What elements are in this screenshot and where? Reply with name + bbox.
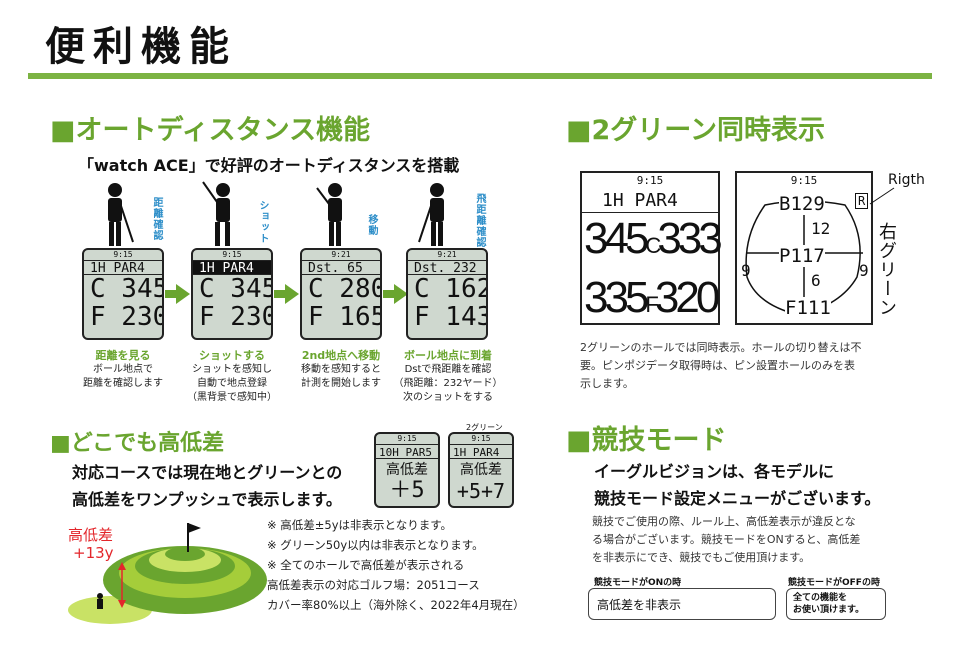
rigth-label: Rigth bbox=[888, 172, 925, 188]
status-bar: 9:21 bbox=[331, 250, 351, 259]
screen-header: Dst. 232 bbox=[408, 260, 486, 276]
two-green-screen-left: 9:15 1H PAR4 345C333 335F320 bbox=[580, 171, 723, 325]
elevation-screen-1: 9:15 10H PAR5 高低差 ＋5 bbox=[374, 432, 440, 508]
front-distance: F 143 bbox=[414, 302, 488, 332]
auto-distance-title: ■オートディスタンス機能 bbox=[50, 115, 371, 146]
diagram-elevation-value: +13y bbox=[73, 544, 114, 562]
right-green-label: 右グリーン bbox=[876, 222, 897, 317]
step2-vertical-label: ショット bbox=[257, 200, 268, 244]
page-title: 便利機能 bbox=[45, 24, 237, 70]
diagram-elevation-label: 高低差 bbox=[68, 526, 114, 544]
status-bar: 9:21 bbox=[437, 250, 457, 259]
step2-desc: ショットを感知し自動で地点登録（黒背景で感知中） bbox=[187, 364, 277, 403]
step1-screen: 9:15 1H PAR4 C 345 F 230 bbox=[82, 248, 164, 340]
competition-text: イーグルビジョンは、各モデルに競技モード設定メニューがございます。 bbox=[594, 462, 881, 508]
golfer-icon-2 bbox=[202, 181, 230, 246]
center-distance: C 345 bbox=[90, 274, 164, 304]
step4-desc: Dstで飛距離を確認（飛距離：232ヤード）次のショットをする bbox=[393, 364, 503, 403]
auto-distance-subtitle: 「watch ACE」で好評のオートディスタンスを搭載 bbox=[78, 156, 460, 175]
right-green-badge: R bbox=[855, 193, 869, 209]
title-underline bbox=[28, 73, 932, 79]
arrow-right-icon bbox=[285, 284, 299, 304]
arrow-shaft bbox=[274, 290, 286, 298]
screen-header: Dst. 65 bbox=[302, 260, 380, 276]
pointer-line bbox=[869, 187, 895, 205]
competition-description: 競技でご使用の際、ルール上、高低差表示が違反とな る場合がございます。競技モード… bbox=[592, 515, 861, 564]
mode-on-label: 競技モードがONの時 bbox=[594, 578, 682, 588]
step3-caption: 2nd地点へ移動 bbox=[301, 349, 381, 362]
step2-screen: 9:15 1H PAR4 C 345 F 230 bbox=[191, 248, 273, 340]
two-green-mini-label: 2グリーン bbox=[466, 423, 503, 432]
step2-caption: ショットする bbox=[199, 349, 265, 362]
step4-vertical-label: 飛距離確認 bbox=[474, 193, 485, 248]
step4-caption: ボール地点に到着 bbox=[404, 349, 492, 362]
competition-title: ■競技モード bbox=[566, 425, 727, 456]
status-bar: 9:15 bbox=[222, 250, 242, 259]
elevation-notes: ※ 高低差±5yは非表示となります。 ※ グリーン50y以内は非表示となります。… bbox=[267, 518, 525, 612]
step1-desc: ボール地点で距離を確認します bbox=[83, 364, 163, 389]
center-distance: C 345 bbox=[199, 274, 273, 304]
arrow-right-icon bbox=[176, 284, 190, 304]
golfer-figures bbox=[108, 181, 444, 246]
elevation-title: ■どこでも高低差 bbox=[50, 431, 225, 456]
step3-desc: 移動を感知すると計測を開始します bbox=[301, 364, 381, 389]
two-green-description: 2グリーンのホールでは同時表示。ホールの切り替えは不 要。ピンポジデータ取得時は… bbox=[580, 341, 862, 390]
status-bar: 9:15 bbox=[113, 250, 133, 259]
front-distance: F 230 bbox=[90, 302, 164, 332]
mode-off-box: 全ての機能をお使い頂けます。 bbox=[786, 588, 886, 620]
player-icon bbox=[97, 593, 103, 599]
arrow-shaft bbox=[383, 290, 395, 298]
arrow-right-icon bbox=[394, 284, 408, 304]
mode-off-label: 競技モードがOFFの時 bbox=[788, 578, 880, 588]
arrow-shaft bbox=[165, 290, 177, 298]
flag-icon bbox=[188, 523, 201, 533]
step3-vertical-label: 移動 bbox=[366, 214, 377, 236]
two-green-screen-right: 9:15 B129 R 12 P117 6 9 9 F111 bbox=[735, 171, 873, 325]
screen-header: 1H PAR4 bbox=[193, 260, 271, 276]
front-distance: F 230 bbox=[199, 302, 273, 332]
elevation-screen-2: 9:15 1H PAR4 高低差 +5+7 bbox=[448, 432, 514, 508]
golfer-icon-3 bbox=[316, 183, 342, 246]
center-distance: C 162 bbox=[414, 274, 488, 304]
golfer-icon-1 bbox=[108, 183, 134, 246]
step3-screen: 9:21 Dst. 65 C 280 F 165 bbox=[300, 248, 382, 340]
center-distance: C 280 bbox=[308, 274, 382, 304]
step1-caption: 距離を見る bbox=[95, 349, 151, 362]
step1-vertical-label: 距離確認 bbox=[151, 197, 162, 241]
screen-header: 1H PAR4 bbox=[84, 260, 162, 276]
green-elevation-diagram bbox=[68, 523, 267, 624]
front-distance: F 165 bbox=[308, 302, 382, 332]
step4-screen: 9:21 Dst. 232 C 162 F 143 bbox=[406, 248, 488, 340]
two-green-title: ■2グリーン同時表示 bbox=[566, 115, 825, 146]
mode-on-box: 高低差を非表示 bbox=[588, 588, 776, 620]
elevation-text: 対応コースでは現在地とグリーンとの高低差をワンプッシュで表示します。 bbox=[72, 463, 343, 509]
golfer-icon-4 bbox=[418, 183, 444, 246]
